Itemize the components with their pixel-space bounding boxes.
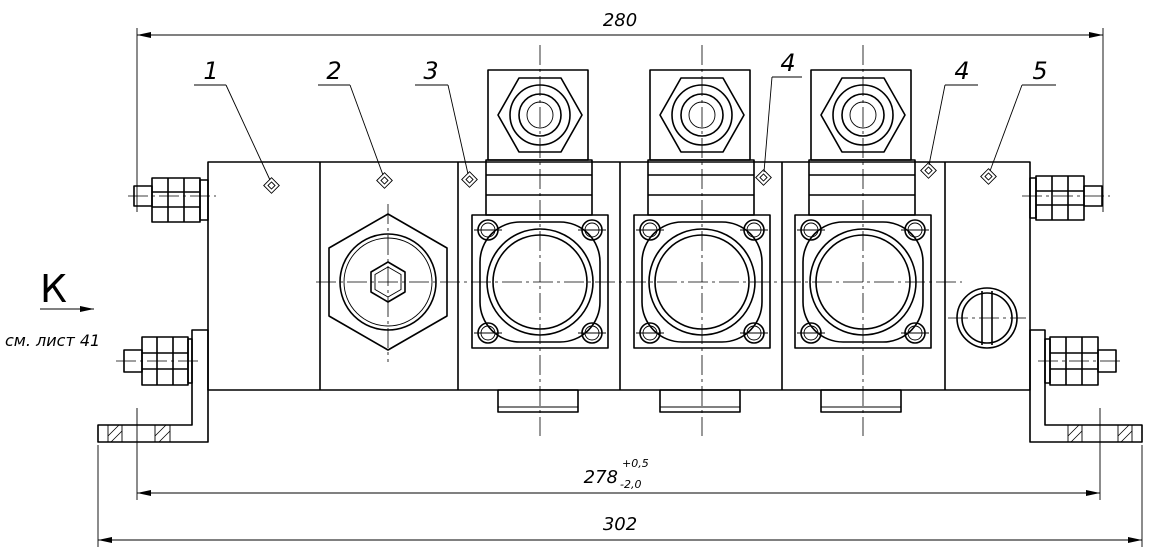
dimension-value: 278	[584, 467, 618, 488]
coil-connector	[809, 160, 915, 215]
leader-line	[764, 77, 772, 172]
flange-bolt-holes	[636, 220, 768, 343]
dimension-278: 278 +0,5 -2,0	[137, 408, 1100, 500]
solenoid-nut	[498, 78, 582, 152]
marking-diamond	[921, 163, 937, 179]
bottom-port-boss	[498, 390, 578, 412]
solenoid-housing	[488, 70, 588, 160]
bottom-port-boss	[660, 390, 740, 412]
view-letter: К	[40, 267, 67, 311]
marking-diamond	[981, 169, 997, 185]
leader-line	[448, 85, 468, 174]
left-mounting-bracket	[98, 330, 208, 442]
callout-label: 5	[1032, 57, 1047, 85]
dimension-302: 302	[98, 445, 1142, 547]
block-body	[208, 162, 1030, 390]
washer	[1030, 178, 1036, 218]
marking-diamond	[756, 170, 772, 186]
solenoid-nut	[660, 78, 744, 152]
right-mounting-bracket	[1030, 330, 1142, 442]
flange-bolt-holes	[797, 220, 929, 343]
bracket-hole-section	[108, 425, 170, 442]
bottom-port-boss	[821, 390, 901, 412]
view-indicator: К см. лист 41	[5, 267, 100, 350]
slotted-plug	[948, 288, 1026, 348]
callout-1: 1	[194, 57, 279, 193]
valve-section-1	[472, 45, 608, 436]
flange-bolt-holes	[474, 220, 606, 343]
hex-nut	[152, 178, 200, 222]
callout-3: 3	[415, 57, 477, 187]
hex-plug	[329, 204, 447, 362]
marking-diamond	[462, 172, 478, 188]
solenoid-housing	[811, 70, 911, 160]
callout-label: 3	[423, 57, 438, 85]
leader-line	[990, 85, 1022, 171]
leader-line	[929, 85, 945, 165]
marking-diamond	[377, 173, 393, 189]
dimension-280: 280	[137, 10, 1103, 212]
bracket-outline	[1030, 330, 1142, 442]
marking-diamond	[264, 178, 280, 194]
left-upper-fitting	[128, 178, 216, 222]
right-upper-fitting	[1022, 176, 1110, 220]
dimension-value: 302	[603, 514, 637, 535]
coil-connector	[486, 160, 592, 215]
callout-label: 4	[954, 57, 969, 85]
lower-tolerance: -2,0	[620, 478, 641, 491]
callout-label: 4	[780, 49, 795, 77]
bracket-hole-section	[1068, 425, 1132, 442]
right-lower-fitting	[1038, 337, 1124, 385]
callout-4a: 4	[756, 49, 802, 185]
leader-line	[226, 85, 270, 180]
solenoid-nut	[821, 78, 905, 152]
callout-2: 2	[318, 57, 392, 188]
bracket-outline	[98, 330, 208, 442]
left-lower-fitting	[116, 337, 202, 385]
solenoid-housing	[650, 70, 750, 160]
callout-label: 1	[203, 57, 218, 85]
washer	[200, 180, 208, 220]
dimension-value: 280	[603, 10, 637, 31]
callout-4b: 4	[921, 57, 978, 178]
callout-5: 5	[981, 57, 1056, 184]
valve-section-3	[795, 45, 931, 436]
body-outline	[208, 162, 1030, 390]
hex-nut	[1036, 176, 1084, 220]
leader-line	[350, 85, 383, 175]
plug-hexagon	[329, 214, 447, 350]
valve-section-2	[634, 45, 770, 436]
callout-label: 2	[326, 57, 341, 85]
sheet-reference: см. лист 41	[5, 331, 100, 350]
coil-connector	[648, 160, 754, 215]
upper-tolerance: +0,5	[622, 457, 649, 470]
